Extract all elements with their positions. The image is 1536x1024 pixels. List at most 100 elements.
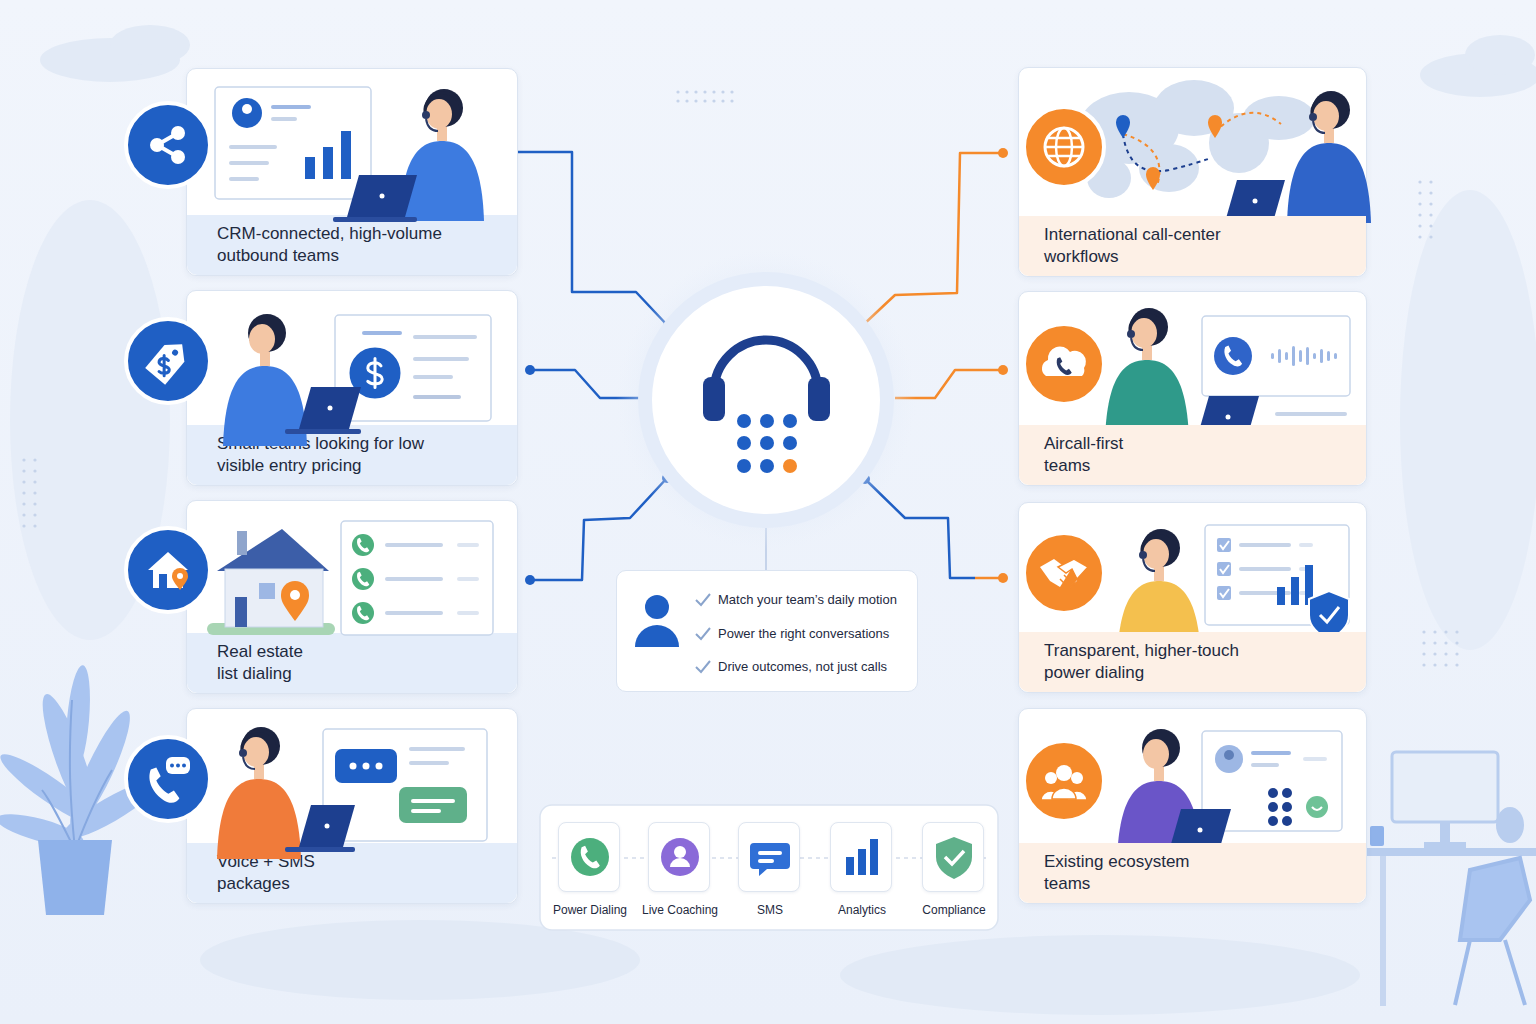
person-hair — [242, 727, 280, 765]
share-node — [171, 126, 185, 140]
text-line — [1299, 543, 1313, 547]
decor-dot — [721, 99, 724, 102]
person-headset — [1130, 312, 1166, 332]
dollar-sign — [368, 359, 382, 388]
decor-dot — [1444, 652, 1447, 655]
decor-dot — [1429, 235, 1432, 238]
house-door — [235, 597, 247, 627]
card-icon — [1024, 324, 1104, 404]
chat-bubble — [166, 757, 190, 774]
decor-dot — [1429, 202, 1432, 205]
feature-label: Analytics — [838, 903, 886, 917]
card-caption-band: Existing ecosystem teams — [1019, 843, 1366, 903]
icon-circle — [1024, 324, 1104, 404]
house-shape — [148, 552, 188, 588]
text-line — [409, 761, 449, 765]
pin-dot — [177, 573, 183, 579]
chart-bar — [323, 147, 333, 179]
decor-dot — [703, 90, 706, 93]
decor-dot — [685, 90, 688, 93]
text-line — [385, 577, 443, 581]
text-line — [229, 161, 269, 165]
text-line — [413, 375, 453, 379]
price-tag — [145, 336, 192, 385]
tag-hole — [171, 348, 179, 356]
text-line — [362, 331, 402, 335]
audience-card: Existing ecosystem teams — [1018, 708, 1367, 904]
desk-plant — [1496, 807, 1524, 843]
tag-body — [145, 336, 192, 385]
decor-dot — [33, 458, 36, 461]
keypad-dot — [760, 436, 774, 450]
decor-dot — [1422, 641, 1425, 644]
decor-dot — [1418, 191, 1421, 194]
grid-dot — [1282, 802, 1292, 812]
audience-card: CRM-connected, high-volume outbound team… — [186, 68, 518, 276]
audience-card: Real estate list dialing — [186, 500, 518, 694]
decor-dot — [1422, 663, 1425, 666]
connector-dot — [525, 365, 535, 375]
decor-dot — [1418, 180, 1421, 183]
icon-circle — [1024, 741, 1104, 821]
feature-icon — [923, 823, 985, 893]
icon-glyph — [145, 336, 192, 385]
icon-circle — [126, 528, 210, 612]
card-label: Real estate list dialing — [217, 641, 327, 685]
keypad-dot — [783, 414, 797, 428]
person-face — [249, 324, 275, 354]
avatar-head — [242, 104, 252, 114]
decor-dot — [676, 90, 679, 93]
grid-dot — [1282, 788, 1292, 798]
decor-dot — [1429, 180, 1432, 183]
illustration — [207, 521, 493, 635]
chat-dot — [176, 764, 180, 768]
decor-dot — [730, 90, 733, 93]
route-arc-blue — [1123, 134, 1211, 171]
connector-dot — [998, 148, 1008, 158]
keypad-dot — [760, 459, 774, 473]
feature-tile: SMS — [738, 822, 800, 892]
icon-circle — [126, 319, 210, 403]
phone-handset — [357, 538, 369, 552]
call-circle — [352, 534, 374, 556]
waveform-bar — [1334, 353, 1337, 359]
chat-bubble-green — [399, 787, 467, 823]
person-face — [1143, 739, 1169, 769]
feature-label: SMS — [757, 903, 783, 917]
headset-earpiece — [1139, 551, 1147, 559]
decor-dot — [1418, 235, 1421, 238]
chart-bar — [341, 131, 351, 179]
text-line — [1251, 763, 1279, 767]
card-icon — [1024, 741, 1104, 821]
decor-dot — [1433, 641, 1436, 644]
hub-ring — [638, 272, 894, 528]
waveform-bar — [1271, 353, 1274, 359]
laptop-logo — [325, 824, 330, 829]
person-neck — [260, 350, 270, 366]
decor-dot — [1433, 652, 1436, 655]
decor-dot — [1444, 630, 1447, 633]
decor-dot — [1455, 663, 1458, 666]
backdrop-blob — [1400, 190, 1536, 650]
cloud-shape — [110, 25, 190, 65]
headset-mic — [243, 757, 255, 769]
keypad-dot — [783, 459, 797, 473]
text-line — [758, 851, 782, 855]
person-face — [426, 99, 452, 129]
headset-earpiece — [1127, 330, 1135, 338]
hand-right — [1058, 559, 1088, 589]
cloud-glyph — [1042, 346, 1086, 376]
phone-handset — [581, 846, 600, 869]
headset-cup — [808, 377, 830, 421]
text-line — [1275, 412, 1347, 416]
house-door — [159, 574, 167, 588]
card-caption-band: Transparent, higher-touch power dialing — [1019, 632, 1366, 692]
icon-circle — [1024, 107, 1104, 187]
compliance-shield — [936, 837, 972, 879]
feature-icon — [739, 823, 801, 893]
headset-earpiece — [239, 749, 247, 757]
feature-icon — [831, 823, 893, 893]
people-body — [1052, 788, 1076, 799]
icon-glyph — [148, 552, 188, 590]
